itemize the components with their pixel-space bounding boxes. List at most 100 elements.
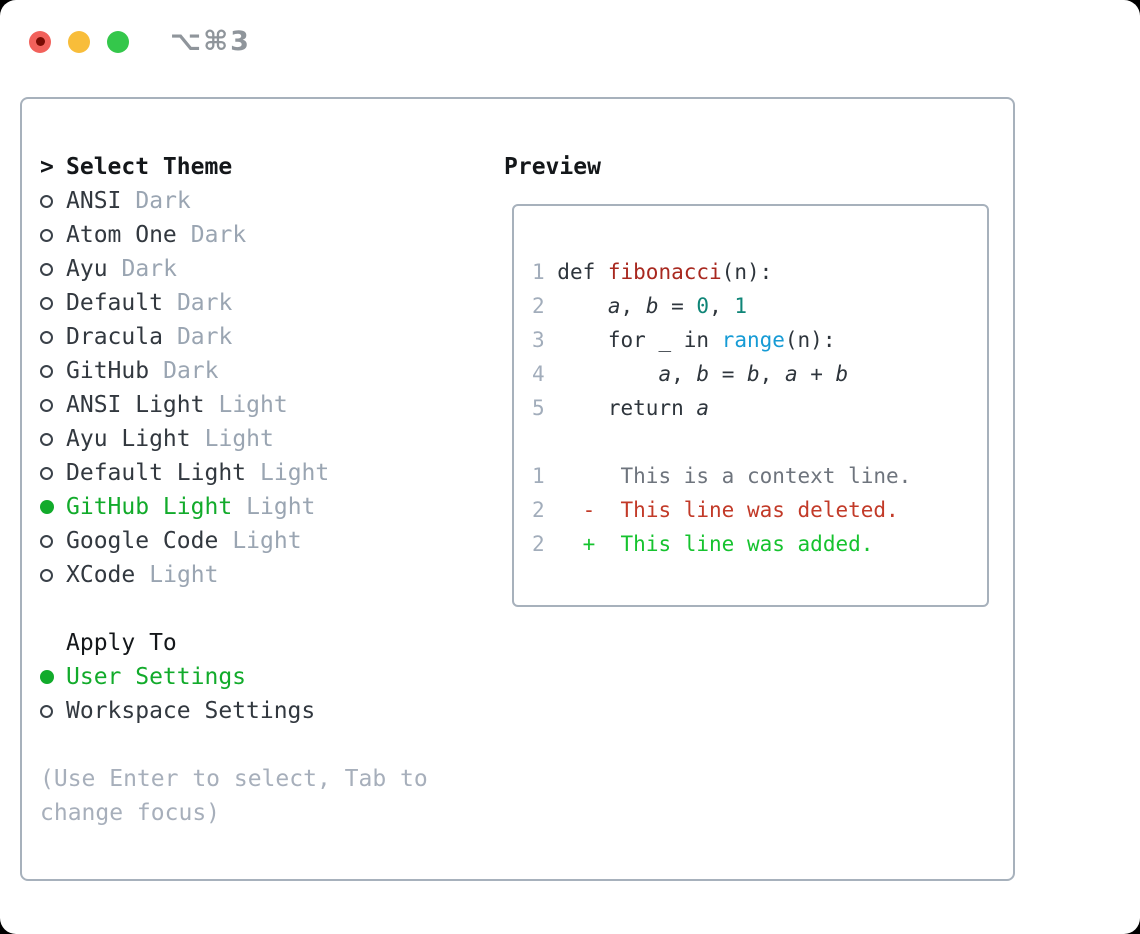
token-var: a bbox=[658, 362, 672, 386]
apply-to-header: Apply To bbox=[66, 630, 177, 656]
theme-option[interactable]: GitHub Dark bbox=[40, 354, 480, 388]
theme-label: Default Light bbox=[66, 460, 247, 486]
token-var: b bbox=[835, 362, 849, 386]
line-number: 1 bbox=[532, 260, 545, 284]
cursor-arrow-icon: > bbox=[40, 154, 54, 180]
token-plain bbox=[545, 362, 659, 386]
radio-icon bbox=[40, 534, 66, 548]
theme-option[interactable]: Default Dark bbox=[40, 286, 480, 320]
apply-to-label: Workspace Settings bbox=[66, 698, 316, 724]
theme-variant-label: Dark bbox=[176, 290, 233, 316]
token-context: This is a context line. bbox=[544, 464, 912, 488]
radio-selected-icon bbox=[40, 670, 66, 684]
theme-option[interactable]: XCode Light bbox=[40, 558, 480, 592]
token-plain bbox=[545, 532, 583, 556]
token-var: b bbox=[747, 362, 760, 386]
radio-icon bbox=[40, 194, 66, 208]
token-var: b bbox=[696, 362, 710, 386]
token-num: 0 bbox=[696, 294, 710, 318]
code-line: 3 for _ in range(n): bbox=[532, 323, 911, 357]
radio-icon bbox=[40, 704, 66, 718]
token-num: 1 bbox=[734, 294, 748, 318]
spacer bbox=[40, 592, 480, 626]
apply-to-label: User Settings bbox=[66, 664, 247, 690]
theme-variant-label: Dark bbox=[176, 324, 233, 350]
theme-variant-label: Light bbox=[246, 494, 316, 520]
titlebar: ⌥⌘3 bbox=[29, 26, 251, 57]
theme-variant-label: Dark bbox=[121, 256, 177, 282]
token-del: - bbox=[582, 498, 596, 522]
theme-label: GitHub Light bbox=[66, 494, 233, 520]
theme-variant-label: Dark bbox=[135, 188, 191, 214]
window-shortcut-label: ⌥⌘3 bbox=[170, 26, 251, 57]
radio-selected-icon bbox=[40, 500, 66, 514]
token-plain: + bbox=[797, 362, 836, 386]
radio-icon bbox=[40, 466, 66, 480]
token-plain: , bbox=[671, 362, 697, 386]
radio-icon bbox=[40, 432, 66, 446]
theme-option[interactable]: Dracula Dark bbox=[40, 320, 480, 354]
token-add: + bbox=[582, 532, 596, 556]
theme-variant-label: Dark bbox=[163, 358, 219, 384]
theme-label: ANSI bbox=[66, 188, 122, 214]
token-plain: (n): bbox=[784, 328, 836, 352]
theme-option[interactable]: Default Light Light bbox=[40, 456, 480, 490]
apply-to-option[interactable]: User Settings bbox=[40, 660, 480, 694]
theme-option[interactable]: GitHub Light Light bbox=[40, 490, 480, 524]
token-del: This line was deleted. bbox=[595, 498, 899, 522]
token-plain: = bbox=[658, 294, 697, 318]
line-number: 2 bbox=[532, 532, 545, 556]
code-line: 5 return a bbox=[532, 391, 911, 425]
diff-line: 2 + This line was added. bbox=[532, 527, 911, 561]
preview-title: Preview bbox=[504, 154, 601, 180]
theme-label: Atom One bbox=[66, 222, 177, 248]
radio-icon bbox=[40, 398, 66, 412]
theme-label: XCode bbox=[66, 562, 136, 588]
diff-line: 1 This is a context line. bbox=[532, 459, 911, 493]
radio-icon bbox=[40, 296, 66, 310]
token-func: fibonacci bbox=[607, 260, 722, 284]
theme-option[interactable]: ANSI Dark bbox=[40, 184, 480, 218]
keyboard-hint: (Use Enter to select, Tab to change focu… bbox=[40, 766, 428, 826]
blank-line bbox=[532, 425, 911, 459]
line-number: 2 bbox=[532, 498, 545, 522]
theme-label: Dracula bbox=[66, 324, 163, 350]
theme-label: Ayu Light bbox=[66, 426, 191, 452]
token-plain: for _ in bbox=[544, 328, 722, 352]
apply-to-option[interactable]: Workspace Settings bbox=[40, 694, 480, 728]
code-line: 1 def fibonacci(n): bbox=[532, 255, 911, 289]
token-var: b bbox=[645, 294, 659, 318]
token-add: This line was added. bbox=[595, 532, 874, 556]
token-builtin: range bbox=[721, 328, 785, 352]
close-dot-icon bbox=[35, 37, 45, 46]
theme-variant-label: Light bbox=[260, 460, 330, 486]
token-plain bbox=[545, 294, 608, 318]
zoom-button[interactable] bbox=[107, 30, 129, 53]
theme-label: Default bbox=[66, 290, 163, 316]
theme-label: Google Code bbox=[66, 528, 219, 554]
theme-label: GitHub bbox=[66, 358, 150, 384]
line-number: 2 bbox=[532, 294, 545, 318]
theme-variant-label: Light bbox=[149, 562, 219, 588]
token-var: a bbox=[784, 362, 798, 386]
token-plain: = bbox=[709, 362, 747, 386]
select-theme-header: > Select Theme bbox=[40, 150, 480, 184]
token-plain: (n): bbox=[721, 260, 773, 284]
line-number: 4 bbox=[532, 362, 545, 386]
token-plain: def bbox=[544, 260, 608, 284]
minimize-button[interactable] bbox=[68, 30, 90, 53]
select-theme-title: Select Theme bbox=[66, 154, 233, 180]
close-button[interactable] bbox=[29, 30, 51, 53]
line-number: 3 bbox=[532, 328, 545, 352]
radio-icon bbox=[40, 330, 66, 344]
